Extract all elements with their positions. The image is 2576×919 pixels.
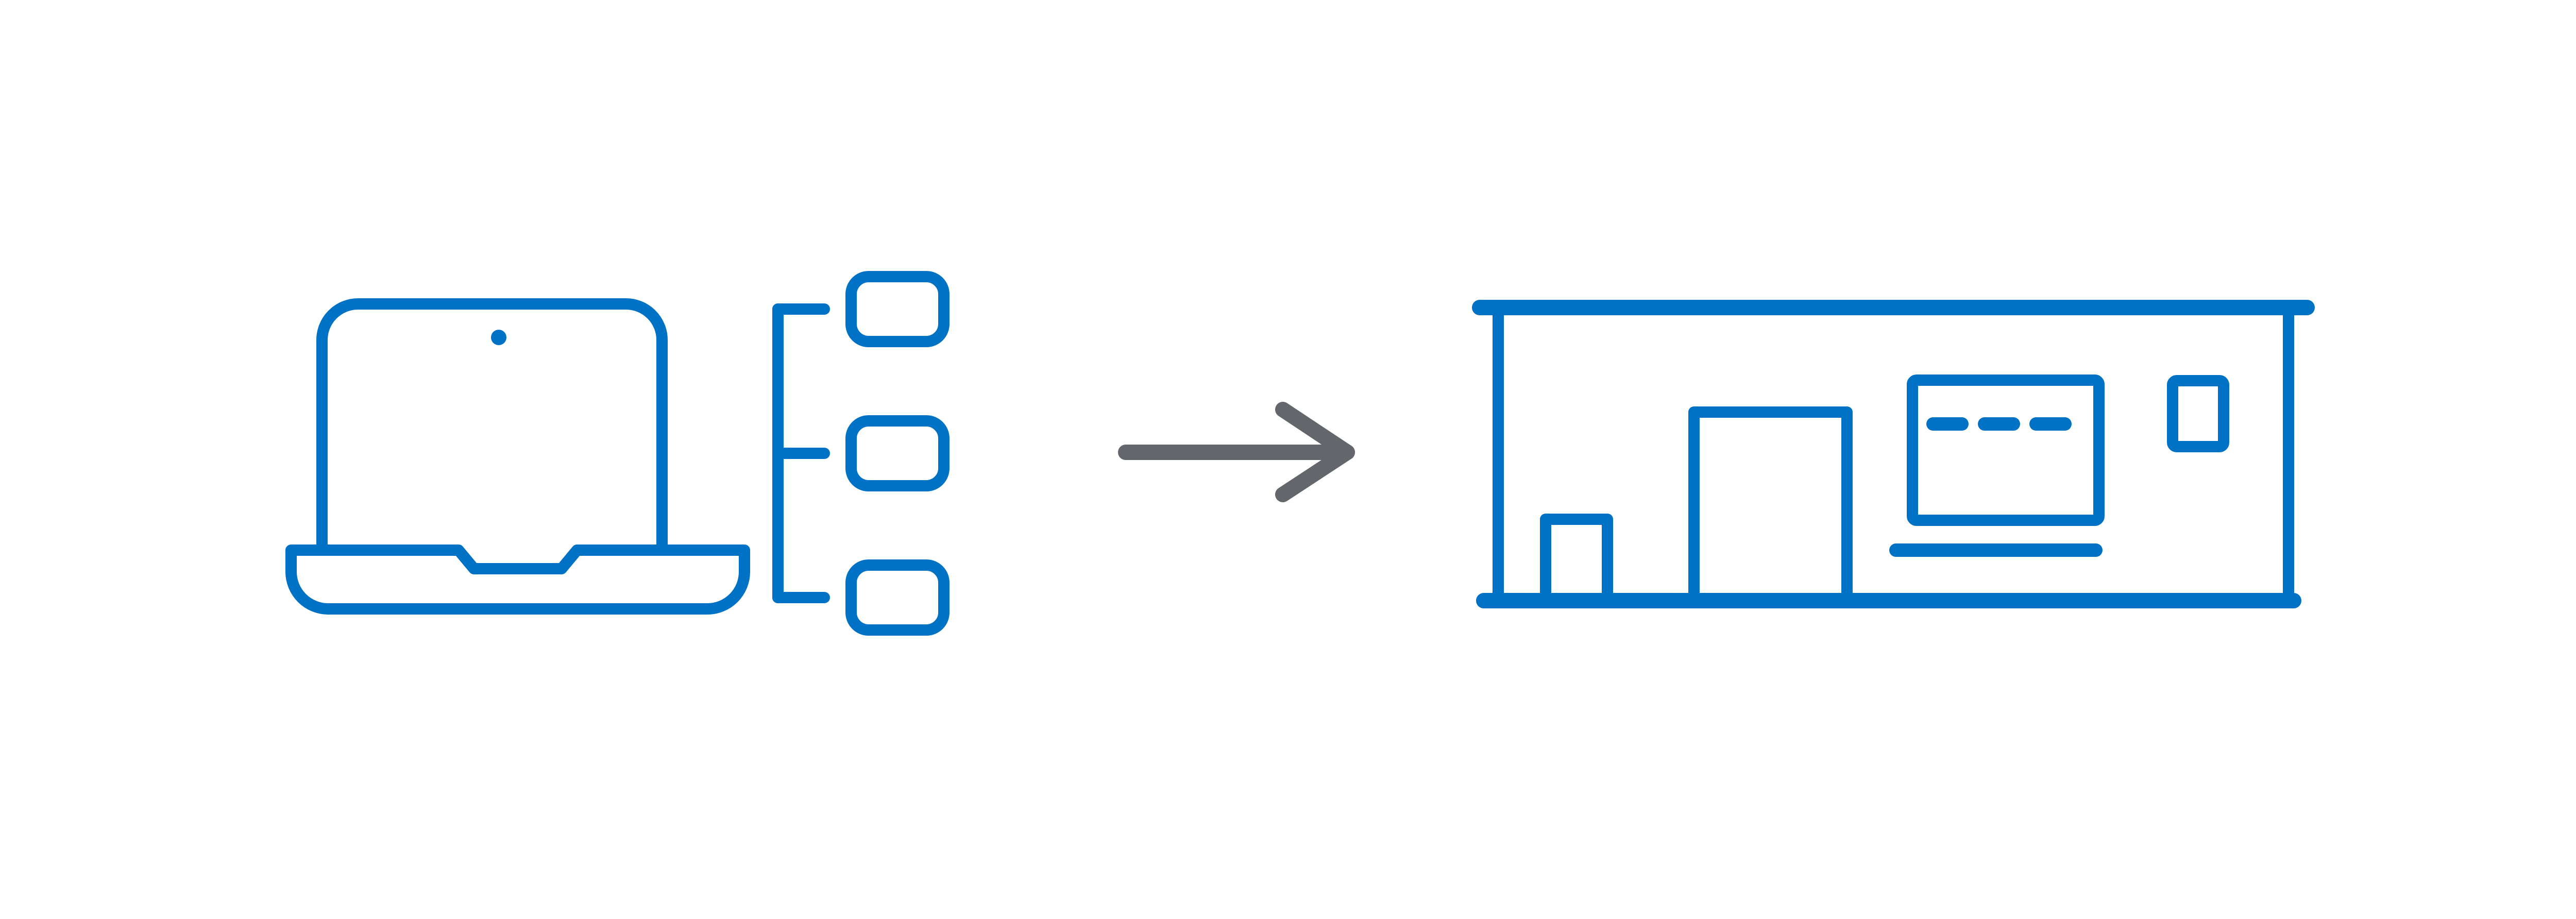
arrow-head	[1275, 402, 1355, 502]
tree-node-box-2	[845, 415, 950, 491]
factory-side-window	[2167, 375, 2229, 452]
factory-short-bar	[1540, 514, 1613, 603]
laptop-icon	[285, 298, 750, 615]
laptop-base-tray	[285, 544, 750, 615]
tree-node-box-1	[845, 271, 950, 347]
stage-target	[1472, 300, 2315, 608]
stage-source	[285, 271, 950, 636]
factory-display-panel	[1907, 375, 2105, 526]
laptop-camera-icon	[491, 330, 506, 345]
factory-dashboard-icon	[1472, 300, 2315, 608]
hierarchy-tree-icon	[772, 271, 950, 636]
tree-node-box-3	[845, 559, 950, 636]
arrow-right-icon	[1118, 402, 1355, 502]
laptop-screen-bezel	[316, 298, 668, 554]
factory-tall-bar	[1688, 406, 1853, 603]
